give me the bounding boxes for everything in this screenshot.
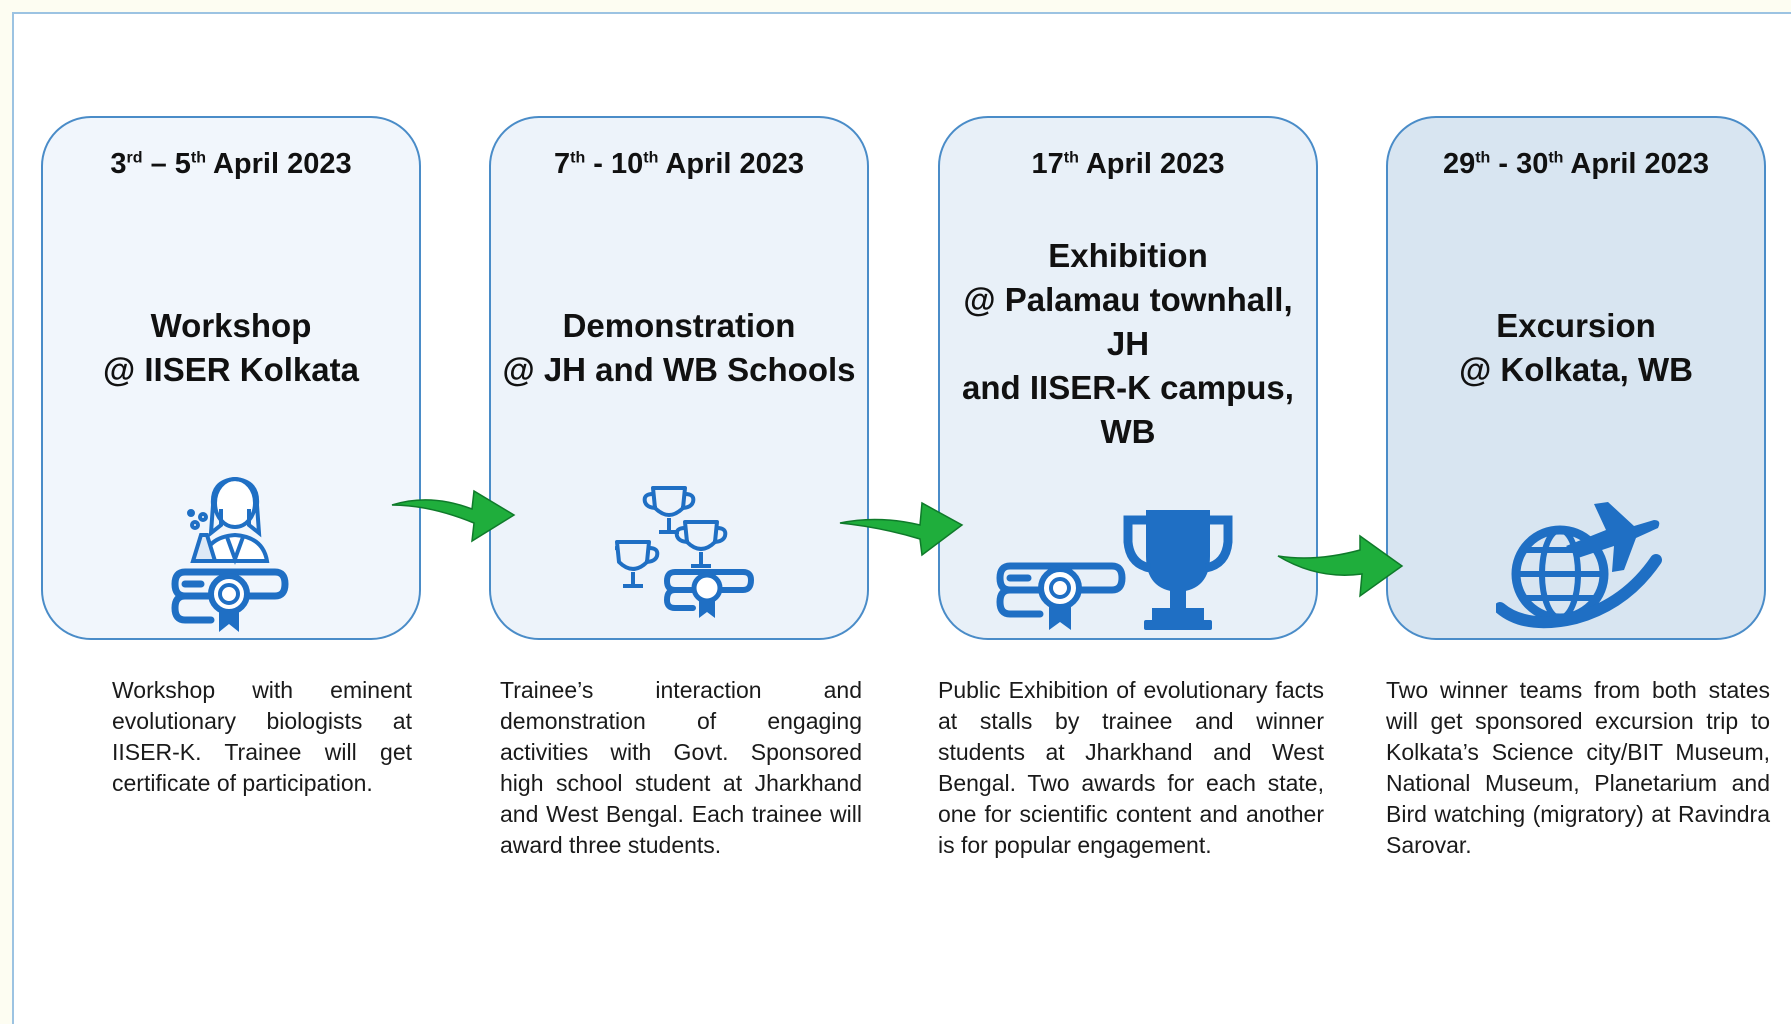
flow-arrow-3 [1277, 534, 1404, 598]
certificate-icon [171, 568, 289, 632]
step-card-excursion: 29th - 30th April 2023 Excursion @ Kolka… [1386, 116, 1766, 640]
step-card-demonstration: 7th - 10th April 2023 Demonstration @ JH… [489, 116, 869, 640]
step-card-exhibition: 17th April 2023 Exhibition @ Palamau tow… [938, 116, 1318, 640]
step-description-workshop: Workshop with eminent evolutionary biolo… [112, 677, 412, 796]
step-title: Exhibition @ Palamau townhall, JH and II… [962, 237, 1294, 450]
flow-arrow-1 [391, 489, 516, 543]
step-date: 7th - 10th April 2023 [554, 148, 804, 180]
step-description-demonstration: Trainee’s interaction and demonstration … [500, 677, 862, 858]
trophy-icon [1123, 510, 1233, 630]
step-title: Demonstration @ JH and WB Schools [502, 307, 856, 388]
step-description-excursion: Two winner teams from both states will g… [1386, 677, 1770, 858]
step-title: Excursion @ Kolkata, WB [1459, 307, 1693, 388]
step-description-exhibition: Public Exhibition of evolutionary facts … [938, 677, 1324, 858]
certificate-icon [996, 562, 1126, 630]
step-date: 17th April 2023 [1031, 148, 1225, 180]
flow-arrow-2 [839, 501, 964, 557]
step-date: 3rd – 5th April 2023 [110, 148, 352, 180]
step-card-workshop: 3rd – 5th April 2023 Workshop @ IISER Ko… [41, 116, 421, 640]
step-date: 29th - 30th April 2023 [1442, 148, 1710, 180]
globe-airplane-icon [1496, 502, 1662, 629]
step-title: Workshop @ IISER Kolkata [103, 307, 359, 388]
scientist-icon [187, 476, 270, 565]
trophy-group-icon [615, 486, 754, 618]
